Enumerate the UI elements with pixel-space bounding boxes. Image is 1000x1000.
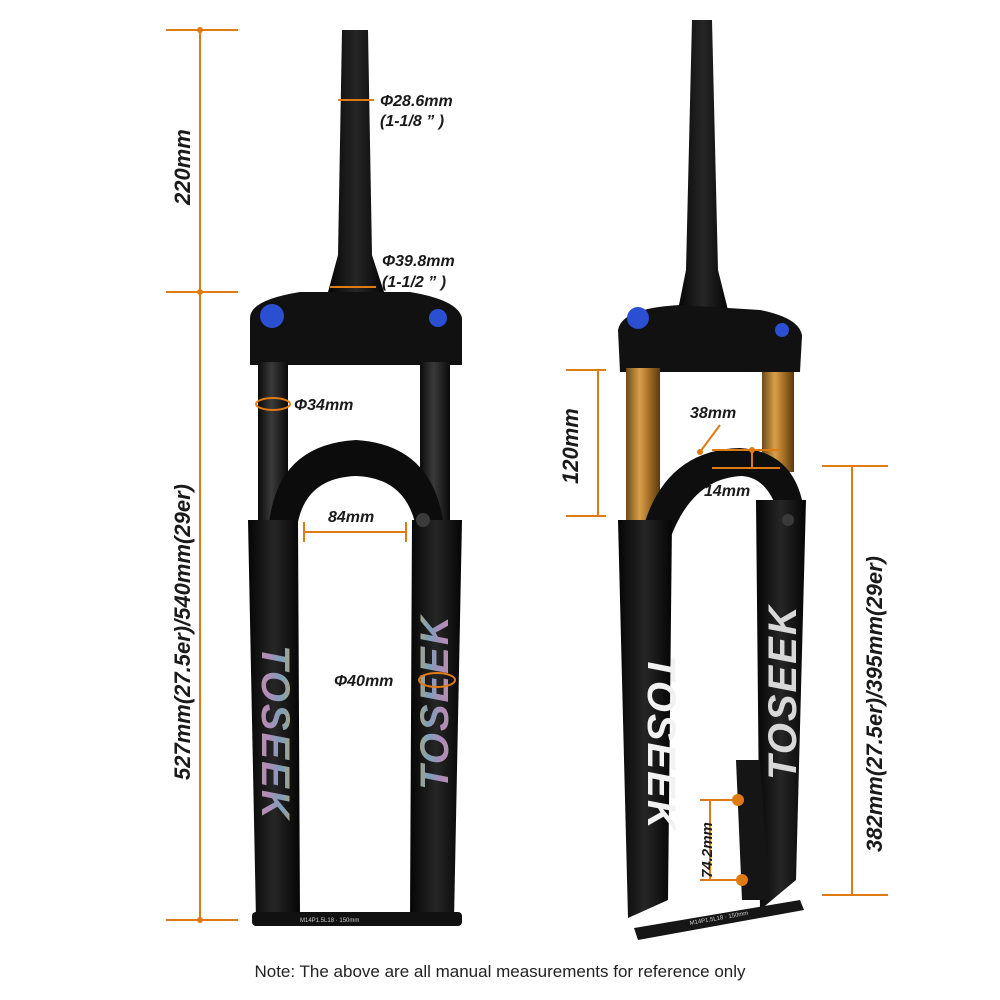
label-steerer-top-inch: (1-1/8 ” ) <box>380 113 444 130</box>
label-stanchion-diameter: Φ34mm <box>294 397 353 414</box>
right-bolt-icon <box>782 514 794 526</box>
disclaimer-note: Note: The above are all manual measureme… <box>254 962 746 981</box>
label-tire-clearance: 84mm <box>328 509 374 526</box>
label-steerer-top-diameter: Φ28.6mm <box>380 93 453 110</box>
right-lower-leg-front <box>618 520 672 918</box>
left-axle-print: M14P1.5L18 · 150mm <box>300 918 359 924</box>
label-steerer-base-inch: (1-1/2 ” ) <box>382 274 446 291</box>
right-rebound-knob-icon <box>775 323 789 337</box>
dim-stanchion-ring <box>255 397 291 411</box>
dim-lower-ring <box>418 672 456 688</box>
right-brand-on-front-leg: TOSEEK <box>639 655 683 832</box>
right-air-cap-icon <box>627 307 649 329</box>
label-axle-to-crown: 382mm(27.5er)/395mm(29er) <box>862 556 887 852</box>
left-brand-on-right-leg: TOSEEK <box>413 613 457 790</box>
left-dimension-dots <box>197 27 203 923</box>
label-brake-mount: 74.2mm <box>699 822 716 878</box>
left-bolt-icon <box>416 513 430 527</box>
right-axle <box>634 900 804 940</box>
label-arch-height: 38mm <box>690 405 736 422</box>
left-steerer-tube <box>328 30 384 292</box>
label-total-length: 527mm(27.5er)/540mm(29er) <box>170 484 195 780</box>
label-stanchion-exposed: 120mm <box>558 408 583 484</box>
left-arch <box>268 440 445 540</box>
left-lower-leg-left <box>248 520 300 920</box>
right-lower-leg-rear <box>756 500 806 910</box>
label-arch-thickness: 14mm <box>704 483 750 500</box>
label-lower-diameter: Φ40mm <box>334 673 393 690</box>
left-brand-on-left-leg: TOSEEK <box>253 645 297 822</box>
right-dimension-dots <box>697 447 755 886</box>
right-fork: TOSEEK TOSEEK M14P1.5L18 · 150mm <box>618 20 806 940</box>
dim-arch-height-pointer <box>699 424 721 453</box>
right-dimensions <box>566 369 888 896</box>
label-steerer-length: 220mm <box>170 129 195 206</box>
right-brand-on-rear-leg: TOSEEK <box>761 603 805 780</box>
left-air-cap-icon <box>260 304 284 328</box>
left-dimensions <box>166 29 456 921</box>
label-steerer-base-diameter: Φ39.8mm <box>382 253 455 270</box>
right-arch <box>640 448 805 545</box>
right-crown <box>618 305 802 372</box>
left-fork: TOSEEK TOSEEK M14P1.5L18 · 150mm <box>248 30 462 926</box>
left-lower-leg-right <box>410 520 462 920</box>
right-brake-mount <box>736 760 770 900</box>
left-axle <box>252 912 462 926</box>
left-rebound-knob-icon <box>429 309 447 327</box>
left-crown <box>250 292 462 365</box>
right-steerer-tube <box>678 20 728 310</box>
